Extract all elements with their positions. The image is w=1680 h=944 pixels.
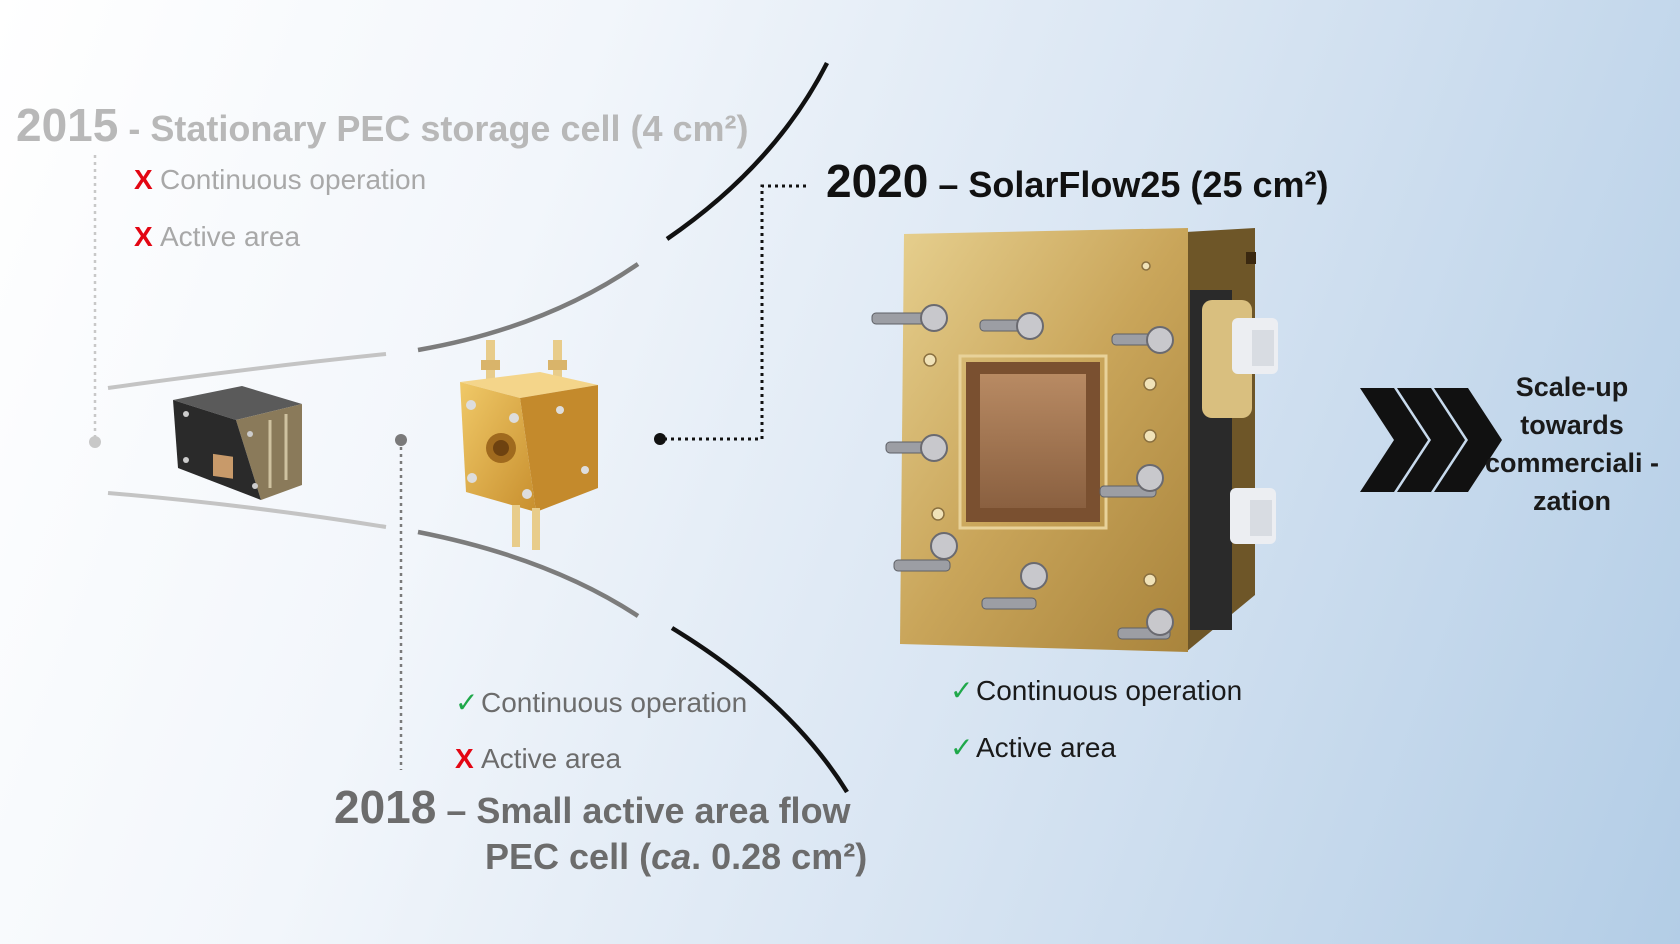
scale-up-line: Scale-up xyxy=(1515,372,1629,402)
chevron-arrows-icon xyxy=(1360,388,1502,492)
title-2015: - Stationary PEC storage cell (4 cm²) xyxy=(118,108,749,149)
year-2015: 2015 xyxy=(16,99,119,151)
solarflow25-cell-image xyxy=(871,228,1278,652)
check-icon: ✓ xyxy=(455,687,479,718)
connector-2020 xyxy=(660,184,806,441)
feature-label: Active area xyxy=(160,221,301,252)
funnel-top-3 xyxy=(665,61,830,241)
feature-label: Continuous operation xyxy=(976,675,1243,706)
heading-2020: 2020 – SolarFlow25 (25 cm²) xyxy=(826,154,1328,208)
check-icon: ✓ xyxy=(950,732,974,763)
connector-dot-2020 xyxy=(654,433,666,445)
connector-dot-2018 xyxy=(395,434,407,446)
check-icon: ✓ xyxy=(950,675,974,706)
pec-storage-cell-image xyxy=(173,386,302,500)
funnel-bottom-3 xyxy=(670,626,849,794)
heading-2018: 2018 – Small active area flow PEC cell (… xyxy=(334,780,867,878)
cross-icon: X xyxy=(134,164,153,195)
feature-label: Continuous operation xyxy=(160,164,427,195)
title-2018-line1: – Small active area flow xyxy=(436,790,851,831)
funnel-bottom-2 xyxy=(417,529,640,618)
feature-2020-active-area: ✓Active area xyxy=(950,731,1116,764)
scale-up-line: zation xyxy=(1533,486,1611,516)
heading-2015: 2015 - Stationary PEC storage cell (4 cm… xyxy=(16,98,749,152)
feature-2018-continuous: ✓Continuous operation xyxy=(455,686,747,719)
title-2018-suffix: . 0.28 cm²) xyxy=(691,836,868,877)
title-2018-prefix: PEC cell ( xyxy=(485,836,652,877)
year-2018: 2018 xyxy=(334,781,437,833)
feature-label: Active area xyxy=(976,732,1117,763)
connector-dot-2015 xyxy=(89,436,101,448)
scale-up-line: towards xyxy=(1520,410,1624,440)
funnel-bottom-1 xyxy=(107,491,387,529)
feature-label: Active area xyxy=(481,743,622,774)
funnel-top-1 xyxy=(107,352,387,390)
scale-up-line: commerciali - xyxy=(1484,448,1660,478)
title-2018-italic: ca xyxy=(651,836,692,877)
funnel-top-2 xyxy=(417,262,640,353)
title-2018-line2: PEC cell (ca. 0.28 cm²) xyxy=(334,836,867,878)
small-flow-cell-image xyxy=(460,340,598,550)
feature-label: Continuous operation xyxy=(481,687,748,718)
cross-icon: X xyxy=(134,221,153,252)
cross-icon: X xyxy=(455,743,474,774)
scale-up-label: Scale-up towards commerciali - zation xyxy=(1470,368,1674,520)
feature-2020-continuous: ✓Continuous operation xyxy=(950,674,1242,707)
year-2020: 2020 xyxy=(826,155,929,207)
title-2020: – SolarFlow25 (25 cm²) xyxy=(928,164,1329,205)
